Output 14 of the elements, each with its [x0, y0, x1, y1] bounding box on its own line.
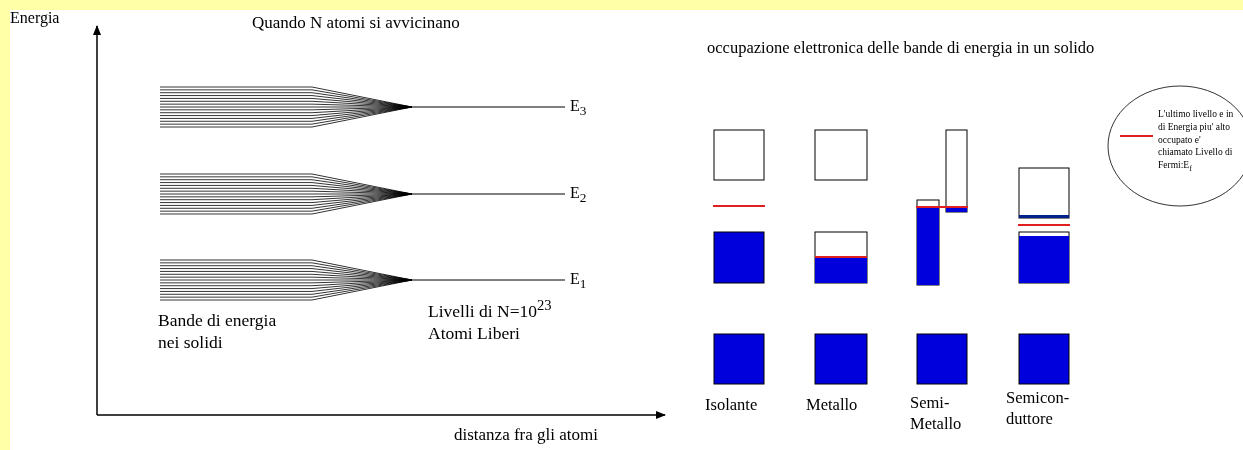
fermi-level-note: L'ultimo livello e in di Energia piu' alto occupato e' chiamato Livello di Fermi:E$_{f}$: [1158, 108, 1235, 175]
band-type-label: Semicon- duttore: [1006, 388, 1071, 430]
caption: Livelli di N=10$^{23}$ Atomi Liberi: [428, 296, 553, 345]
band-type-label: Semi- Metallo: [910, 393, 963, 435]
band-type-label: Isolante: [705, 395, 758, 416]
heading: occupazione elettronica delle bande di energia in un solido: [707, 38, 1095, 59]
level-label: E$_{3}$: [570, 96, 587, 120]
axis-label: distanza fra gli atomi: [454, 424, 598, 446]
heading: Quando N atomi si avvicinano: [252, 12, 460, 34]
level-label: E$_{1}$: [570, 269, 587, 293]
level-label: E$_{2}$: [570, 183, 587, 207]
caption: Bande di energia nei solidi: [158, 310, 278, 354]
axis-label: Energia: [10, 8, 60, 28]
band-type-label: Metallo: [806, 395, 858, 416]
